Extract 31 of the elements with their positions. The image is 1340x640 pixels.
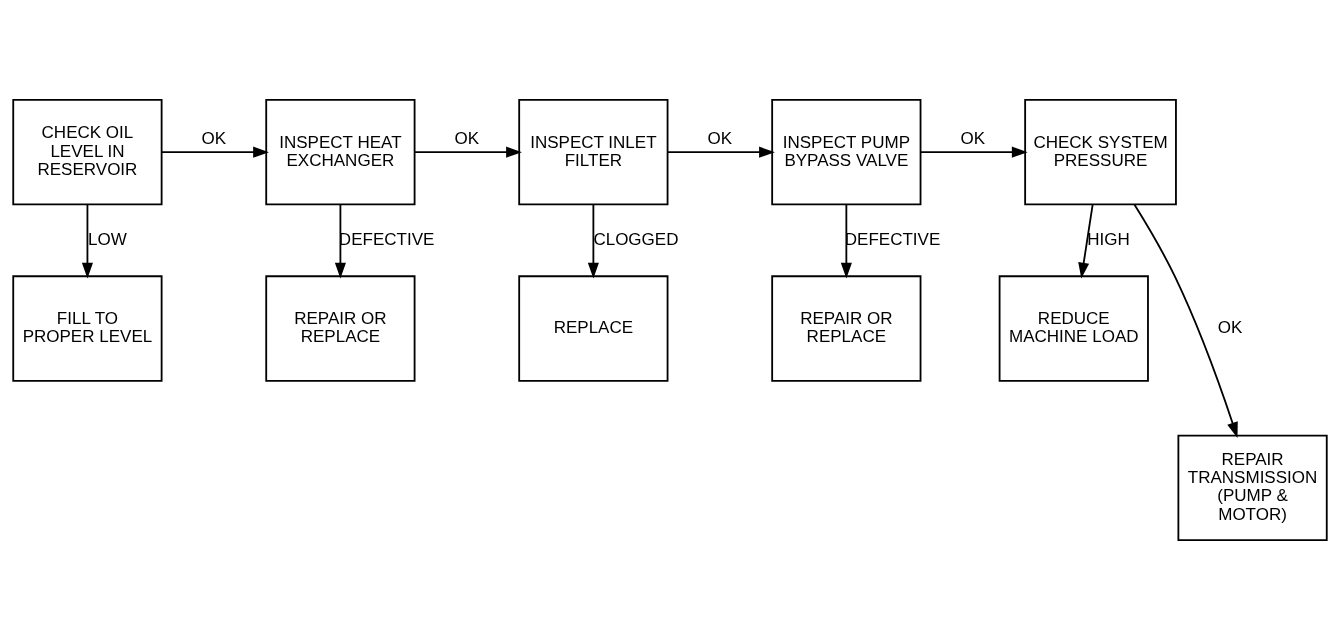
node-box: REPAIR TRANSMISSION (PUMP & MOTOR) xyxy=(1177,434,1328,542)
arrow xyxy=(81,203,93,279)
arrow xyxy=(587,203,599,279)
edge-label: HIGH xyxy=(1087,229,1130,249)
edge-label: OK xyxy=(201,128,227,148)
edge-label: CLOGGED xyxy=(593,229,679,249)
arrow xyxy=(1133,203,1238,438)
node-box: INSPECT INLET FILTER xyxy=(518,98,669,206)
edge-label: OK xyxy=(707,128,733,148)
node-box: FILL TO PROPER LEVEL xyxy=(12,275,163,382)
arrow xyxy=(160,146,269,158)
edge-label: DEFECTIVE xyxy=(844,229,941,249)
arrow xyxy=(919,146,1028,158)
node-box: REDUCE MACHINE LOAD xyxy=(998,275,1149,382)
node-box: REPAIR OR REPLACE xyxy=(265,275,416,382)
edge-label: OK xyxy=(454,128,480,148)
arrow xyxy=(1078,203,1094,279)
node-box: INSPECT PUMP BYPASS VALVE xyxy=(771,98,922,206)
arrow xyxy=(334,203,346,279)
node-box: CHECK SYSTEM PRESSURE xyxy=(1024,98,1177,206)
edge-label: OK xyxy=(960,128,986,148)
arrow xyxy=(840,203,852,279)
arrow xyxy=(666,146,775,158)
node-box: CHECK OIL LEVEL IN RESERVOIR xyxy=(12,98,163,206)
node-box: REPAIR OR REPLACE xyxy=(771,275,922,382)
edge-label: DEFECTIVE xyxy=(338,229,435,249)
node-box: REPLACE xyxy=(518,275,669,382)
edge-label: OK xyxy=(1217,318,1243,338)
node-box: INSPECT HEAT EXCHANGER xyxy=(265,98,416,206)
edge-label: LOW xyxy=(88,229,127,249)
arrow xyxy=(413,146,522,158)
